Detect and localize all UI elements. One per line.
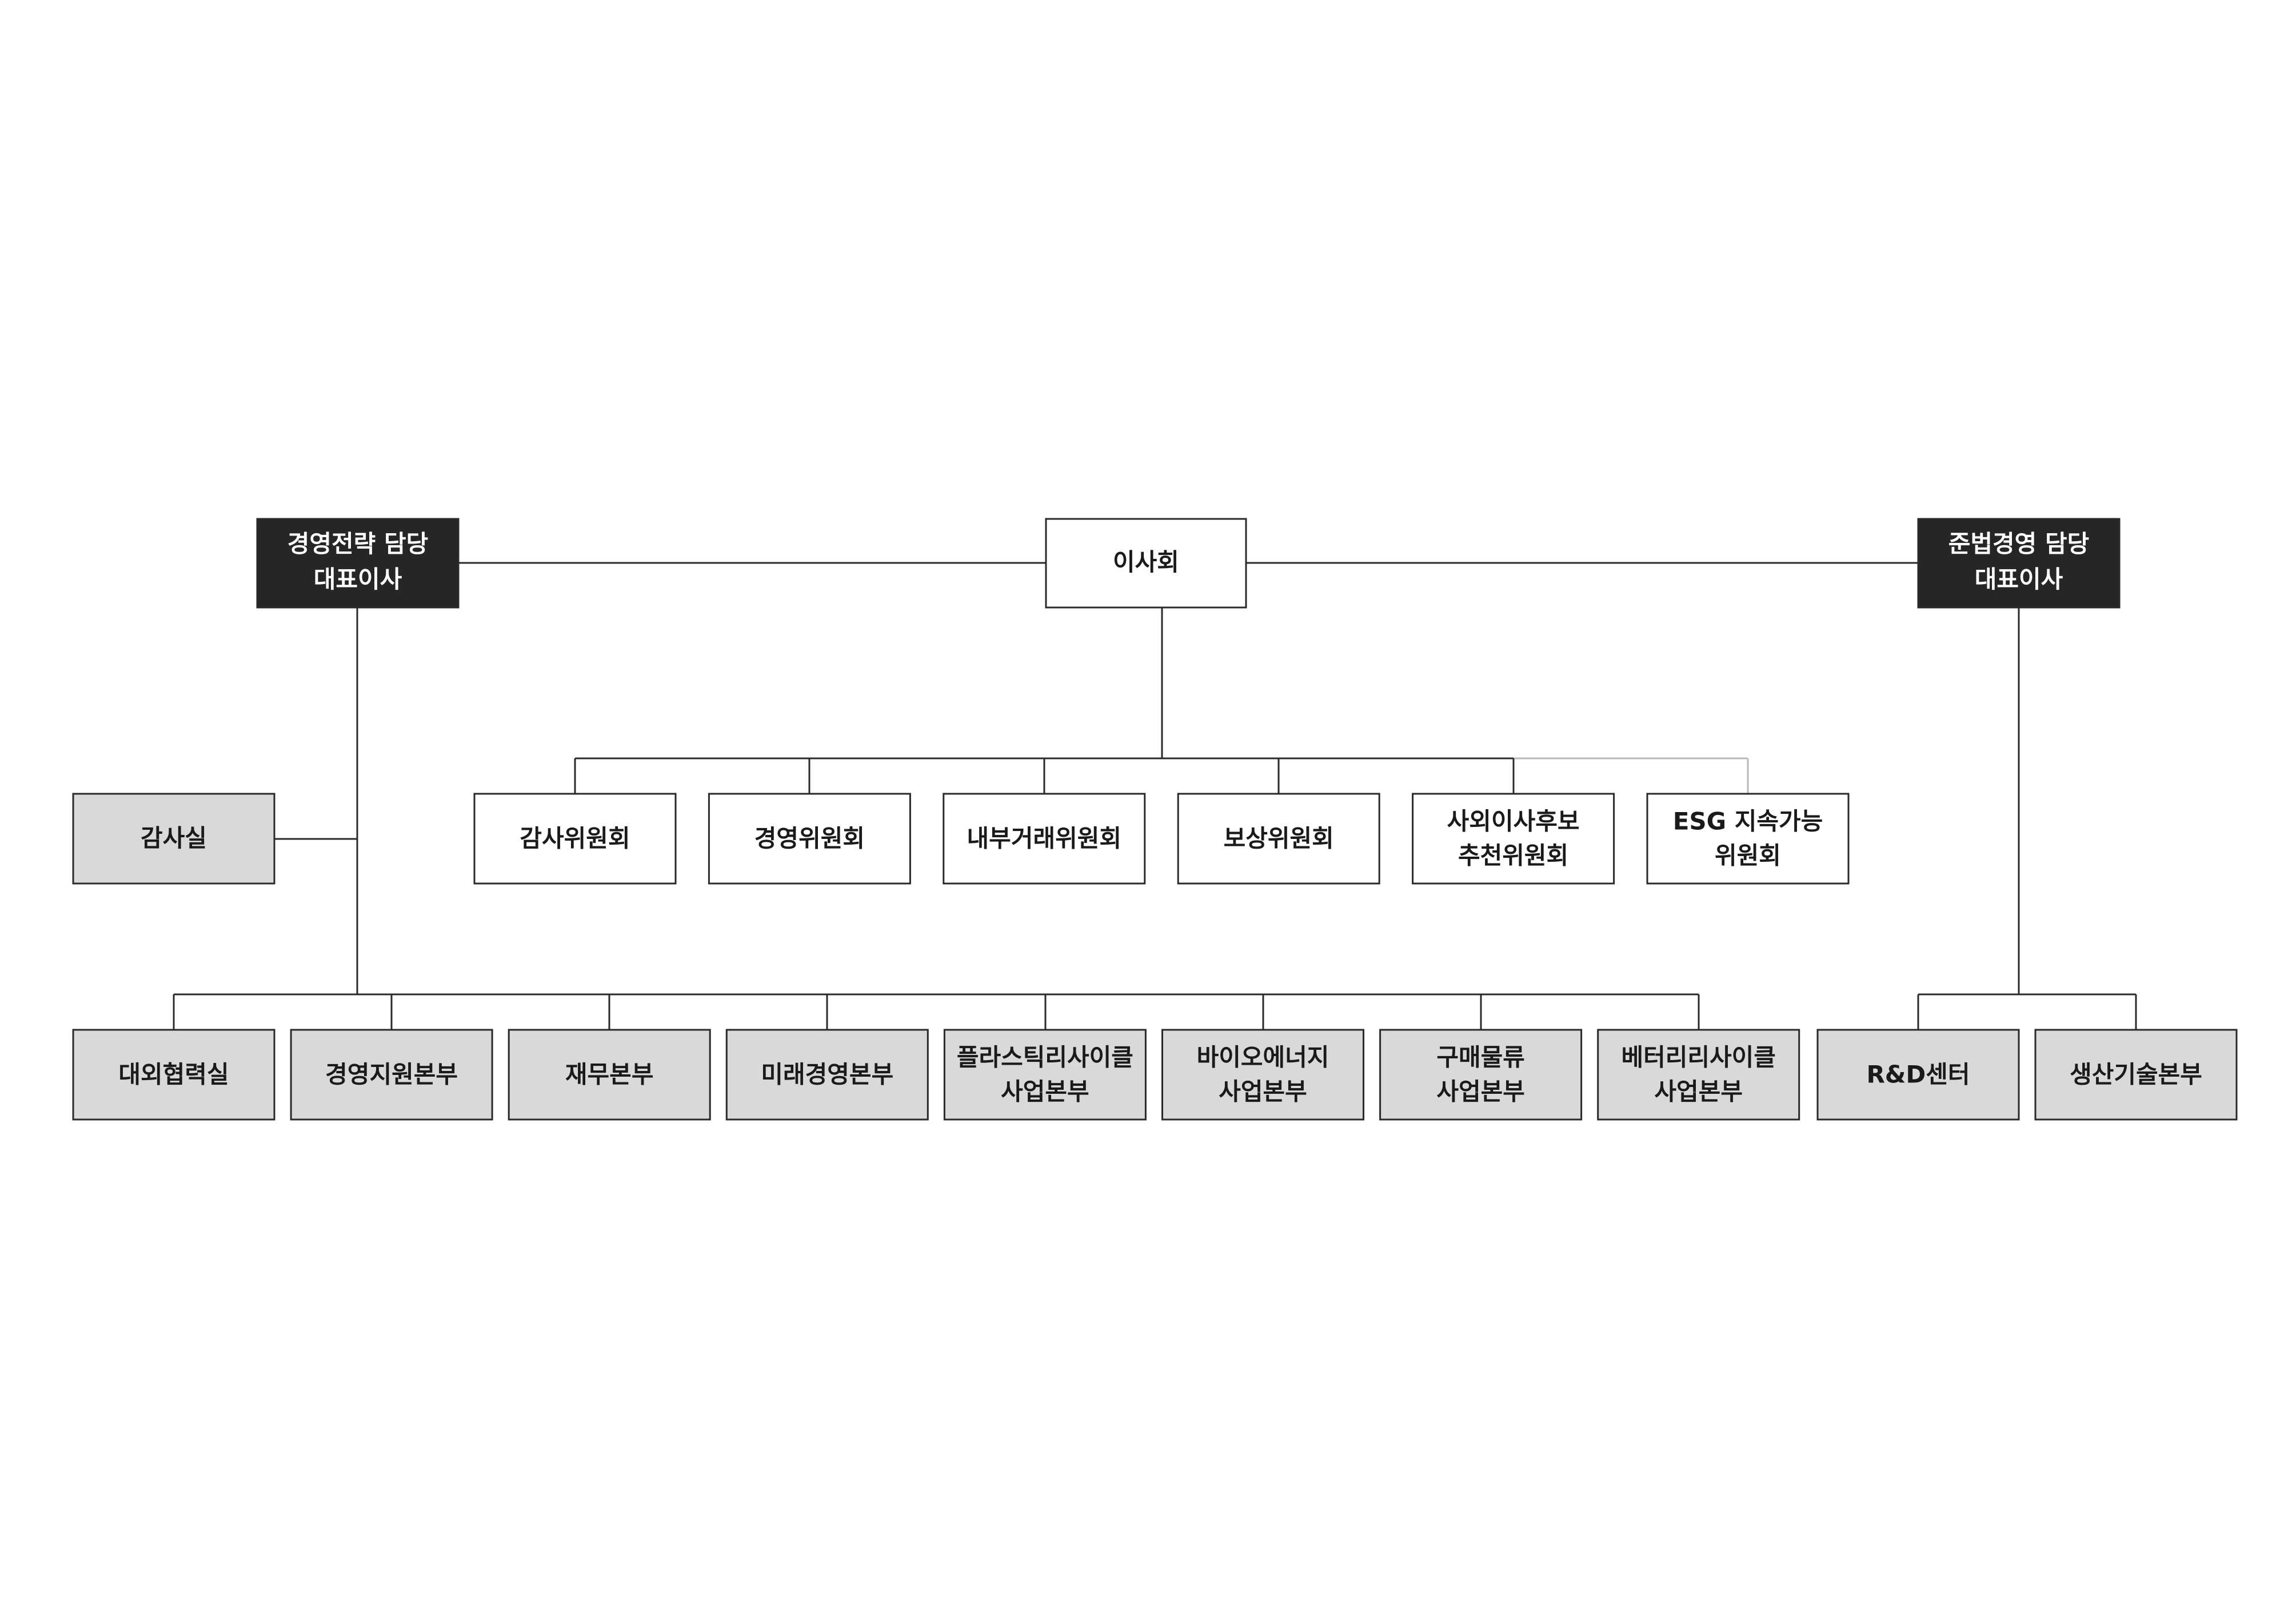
division-label-2-line-1: 경영지원본부 bbox=[325, 1061, 458, 1089]
committee-box-2: 경영위원회 bbox=[708, 793, 911, 885]
audit-office-box: 감사실 bbox=[72, 793, 275, 885]
board-label: 이사회 bbox=[1113, 548, 1179, 576]
division-label-5-line-2: 사업본부 bbox=[1001, 1078, 1089, 1106]
strategy-ceo-line2: 대표이사 bbox=[314, 565, 402, 593]
strategy-ceo-box: 경영전략 담당 대표이사 bbox=[256, 518, 460, 609]
compliance-ceo-box: 준법경영 담당 대표이사 bbox=[1917, 518, 2121, 609]
division-label-3-line-1: 재무본부 bbox=[565, 1061, 654, 1089]
board-box: 이사회 bbox=[1045, 518, 1247, 609]
compliance-division-box-2: 생산기술본부 bbox=[2034, 1029, 2238, 1121]
division-box-3: 재무본부 bbox=[508, 1029, 711, 1121]
committee-label-6-line-1: ESG 지속가능 bbox=[1673, 807, 1823, 836]
division-label-6-line-2: 사업본부 bbox=[1219, 1078, 1307, 1106]
compliance-division-row: R&D센터 생산기술본부 bbox=[1816, 1029, 2238, 1121]
division-label-4-line-1: 미래경영본부 bbox=[761, 1061, 893, 1089]
compliance-division-box-1: R&D센터 bbox=[1816, 1029, 2020, 1121]
compliance-ceo-line2: 대표이사 bbox=[1975, 565, 2063, 593]
division-label-5-line-1: 플라스틱리사이클 bbox=[957, 1044, 1133, 1072]
committee-label-2-line-1: 경영위원회 bbox=[754, 825, 865, 853]
committee-label-5-line-2: 추천위원회 bbox=[1458, 842, 1568, 870]
division-label-6-line-1: 바이오에너지 bbox=[1197, 1044, 1329, 1072]
compliance-division-label-2-line-1: 생산기술본부 bbox=[2070, 1061, 2202, 1089]
division-label-8-line-1: 베터리리사이클 bbox=[1621, 1044, 1775, 1072]
division-label-7-line-1: 구매물류 bbox=[1436, 1044, 1525, 1072]
division-box-4: 미래경영본부 bbox=[725, 1029, 929, 1121]
compliance-division-label-1-line-1: R&D센터 bbox=[1866, 1061, 1970, 1089]
committee-label-3-line-1: 내부거래위원회 bbox=[967, 825, 1121, 853]
committee-label-4-line-1: 보상위원회 bbox=[1224, 825, 1334, 853]
committee-box-1: 감사위원회 bbox=[473, 793, 677, 885]
committee-label-1-line-1: 감사위원회 bbox=[520, 825, 630, 853]
division-box-1: 대외협력실 bbox=[72, 1029, 275, 1121]
division-label-1-line-1: 대외협력실 bbox=[118, 1061, 229, 1089]
connector-lines bbox=[173, 562, 2137, 1030]
committee-label-5-line-1: 사외이사후보 bbox=[1447, 807, 1580, 836]
committee-box-4: 보상위원회 bbox=[1177, 793, 1380, 885]
audit-office-label: 감사실 bbox=[141, 824, 207, 852]
division-label-7-line-2: 사업본부 bbox=[1436, 1078, 1525, 1106]
strategy-ceo-line1: 경영전략 담당 bbox=[288, 530, 428, 558]
committee-box-3: 내부거래위원회 bbox=[943, 793, 1146, 885]
committee-label-6-line-2: 위원회 bbox=[1715, 842, 1781, 870]
division-label-8-line-2: 사업본부 bbox=[1654, 1078, 1743, 1106]
compliance-ceo-line1: 준법경영 담당 bbox=[1948, 530, 2089, 558]
division-box-2: 경영지원본부 bbox=[290, 1029, 493, 1121]
